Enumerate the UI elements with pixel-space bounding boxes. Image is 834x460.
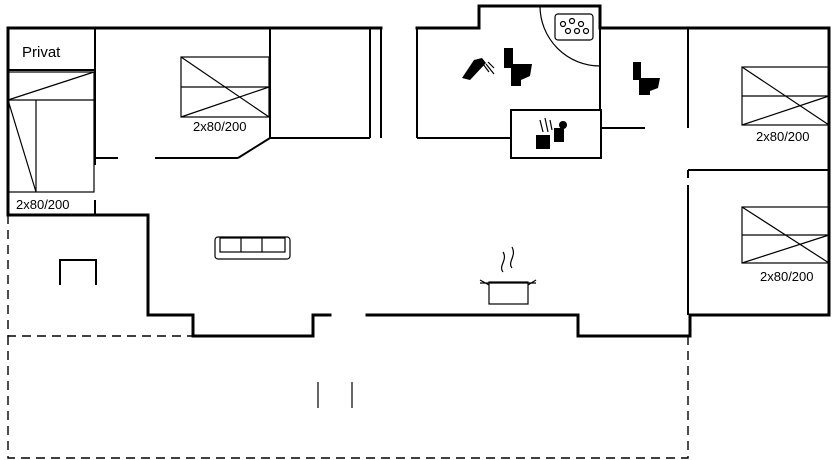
door-swing bbox=[539, 5, 601, 67]
fireplace-icon bbox=[59, 259, 97, 285]
interior-walls bbox=[8, 28, 829, 315]
bed-icon bbox=[7, 71, 95, 193]
toilet-icon bbox=[633, 62, 660, 95]
room-label-bed-1: 2x80/200 bbox=[193, 119, 247, 134]
sauna-icon bbox=[536, 117, 567, 149]
sofa-icon bbox=[214, 236, 291, 260]
cooking-pot-icon bbox=[479, 246, 537, 305]
room-label-bed-3: 2x80/200 bbox=[756, 129, 810, 144]
terrace-outline bbox=[7, 215, 689, 459]
room-label-private: Privat bbox=[22, 44, 61, 61]
whirlpool-icon bbox=[554, 13, 594, 41]
bed-icon bbox=[741, 206, 830, 264]
bed-icon bbox=[180, 56, 270, 118]
shower-icon bbox=[462, 58, 495, 80]
room-label-bed-2: 2x80/200 bbox=[16, 197, 70, 212]
bed-icon bbox=[741, 66, 830, 126]
toilet-icon bbox=[504, 48, 532, 86]
room-label-bed-4: 2x80/200 bbox=[760, 269, 814, 284]
